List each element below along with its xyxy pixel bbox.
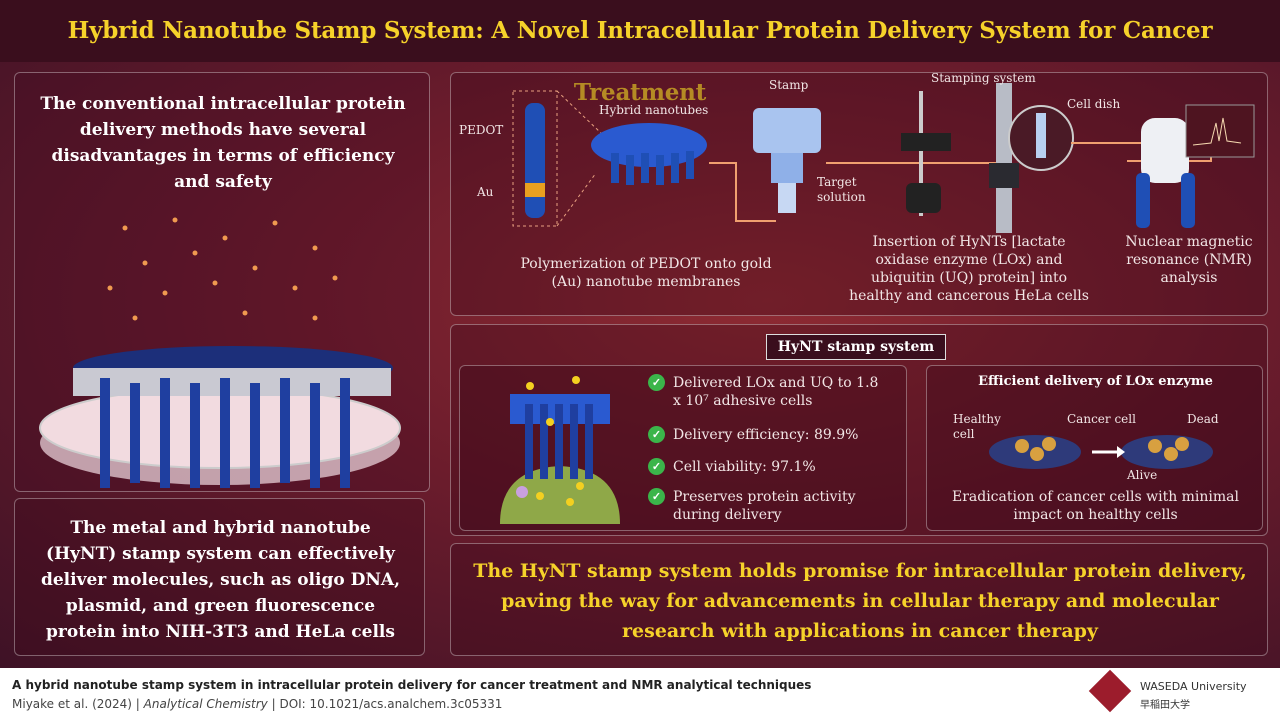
lox-box: Efficient delivery of LOx enzyme Healthy… xyxy=(926,365,1263,531)
bullet-efficiency: ✓ Delivery efficiency: 89.9% xyxy=(648,426,858,444)
label-healthy-cell: Healthy cell xyxy=(953,412,1001,441)
stamp-cell-illustration xyxy=(500,376,620,524)
caption-insertion: Insertion of HyNTs [lactate oxidase enzy… xyxy=(849,234,1089,304)
label-pedot: PEDOT xyxy=(459,123,504,137)
process-panel: PEDOT Au Hybrid nanotubes Stamp Target s… xyxy=(450,71,1268,316)
lox-title: Efficient delivery of LOx enzyme xyxy=(978,374,1213,389)
lox-caption: Eradication of cancer cells with minimal… xyxy=(951,489,1240,523)
hynt-tab: HyNT stamp system xyxy=(766,334,946,360)
infographic: Hybrid Nanotube Stamp System: A Novel In… xyxy=(0,0,1280,668)
label-dead: Dead xyxy=(1187,412,1219,426)
bullet-text: Cell viability: 97.1% xyxy=(673,459,816,475)
bullet-viability: ✓ Cell viability: 97.1% xyxy=(648,458,816,476)
bullet-delivered: ✓ Delivered LOx and UQ to 1.8 x 10⁷ adhes… xyxy=(648,374,883,410)
conclusion-panel: The HyNT stamp system holds promise for … xyxy=(450,543,1268,656)
label-alive: Alive xyxy=(1127,468,1158,482)
cell-dish-illustration xyxy=(989,435,1213,469)
caption-polymerization: Polymerization of PEDOT onto gold (Au) n… xyxy=(520,256,772,290)
waseda-logo-icon xyxy=(1088,669,1132,713)
doi-link[interactable]: DOI: 10.1021/acs.analchem.3c05331 xyxy=(279,697,503,711)
check-icon: ✓ xyxy=(648,426,665,443)
paper-title: A hybrid nanotube stamp system in intrac… xyxy=(12,678,812,692)
check-icon: ✓ xyxy=(648,458,665,475)
label-cancer-cell: Cancer cell xyxy=(1067,412,1136,426)
journal: Analytical Chemistry xyxy=(143,697,268,711)
footer: A hybrid nanotube stamp system in intrac… xyxy=(0,668,1280,720)
summary-text: The metal and hybrid nanotube (HyNT) sta… xyxy=(40,518,401,642)
check-icon: ✓ xyxy=(648,374,665,391)
label-hybrid-nanotubes: Hybrid nanotubes xyxy=(599,103,709,117)
label-au: Au xyxy=(477,185,494,199)
hynt-results-box: ✓ Delivered LOx and UQ to 1.8 x 10⁷ adhes… xyxy=(459,365,907,531)
citation: Miyake et al. (2024) | Analytical Chemis… xyxy=(12,697,503,711)
process-diagram xyxy=(512,83,1255,233)
caption-nmr: Nuclear magnetic resonance (NMR) analysi… xyxy=(1125,234,1253,286)
university-name-jp: 早稲田大学 xyxy=(1140,700,1190,711)
bullet-text: Delivery efficiency: 89.9% xyxy=(673,427,859,443)
university-name: WASEDA University xyxy=(1140,680,1247,693)
bullet-text: Delivered LOx and UQ to 1.8 x 10⁷ adhesi… xyxy=(673,375,879,409)
page-title: Hybrid Nanotube Stamp System: A Novel In… xyxy=(0,0,1280,106)
nanotube-dish-illustration xyxy=(39,217,401,488)
label-target-solution: Target solution xyxy=(817,175,866,204)
intro-panel: The conventional intracellular protein d… xyxy=(14,72,430,492)
bullet-activity: ✓ Preserves protein activity during deliv… xyxy=(648,488,873,524)
summary-panel: The metal and hybrid nanotube (HyNT) sta… xyxy=(14,498,425,656)
conclusion-text: The HyNT stamp system holds promise for … xyxy=(473,560,1247,642)
intro-text: The conventional intracellular protein d… xyxy=(40,94,406,192)
check-icon: ✓ xyxy=(648,488,665,505)
bullet-text: Preserves protein activity during delive… xyxy=(673,489,856,523)
authors: Miyake et al. (2024) xyxy=(12,697,132,711)
label-stamp: Stamp xyxy=(769,78,809,92)
label-cell-dish: Cell dish xyxy=(1067,97,1121,111)
label-stamping-system: Stamping system xyxy=(931,71,1036,85)
hynt-panel: HyNT stamp system ✓ Delivered LOx and UQ … xyxy=(450,324,1268,536)
